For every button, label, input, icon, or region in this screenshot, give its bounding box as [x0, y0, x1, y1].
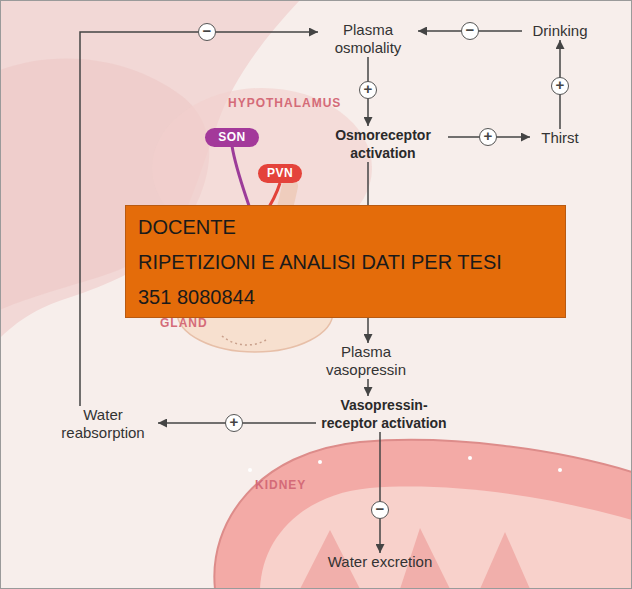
nucleus-pill: SON — [205, 128, 259, 147]
kidney-dot — [558, 468, 562, 472]
node-text: Plasma vasopressin — [316, 343, 416, 379]
process-box: Vasopressin-receptor activation — [316, 396, 452, 432]
sign-circle: − — [198, 23, 216, 41]
node-text: 351 8080844 — [138, 280, 553, 315]
sign-circle: − — [461, 22, 479, 40]
sign-circle: + — [551, 77, 569, 95]
node-text: RIPETIZIONI E ANALISI DATI PER TESI — [138, 245, 553, 280]
sign-circle: + — [359, 81, 377, 99]
node-text: DOCENTE — [138, 210, 553, 245]
part-label: KIDNEY — [255, 478, 306, 492]
kidney-pyramids — [300, 528, 530, 589]
kidney-dot — [318, 460, 322, 464]
sign-circle: + — [479, 128, 497, 146]
kidney-medulla — [260, 487, 632, 589]
kidney-shape — [214, 440, 632, 589]
flow-arrow — [379, 432, 381, 553]
process-box: Water excretion — [310, 553, 450, 571]
process-box: Drinking — [522, 22, 598, 40]
node-text: SON — [205, 128, 259, 147]
kidney-dot — [468, 456, 472, 460]
node-text: Water reabsorption — [48, 406, 158, 442]
gland-lobe-line — [222, 336, 266, 345]
node-text: Drinking — [522, 22, 598, 40]
kidney-dot — [248, 468, 252, 472]
process-box: Osmoreceptor activation — [318, 126, 448, 162]
sign-circle: − — [371, 501, 389, 519]
process-box: Water reabsorption — [48, 406, 158, 442]
node-text: Osmoreceptor activation — [318, 126, 448, 162]
watermark-banner: DOCENTERIPETIZIONI E ANALISI DATI PER TE… — [125, 205, 566, 318]
flow-arrow — [367, 379, 369, 396]
part-label: GLAND — [160, 316, 208, 330]
node-text: Vasopressin-receptor activation — [316, 396, 452, 432]
node-text: PVN — [258, 164, 302, 183]
node-text: Plasma osmolality — [318, 21, 418, 57]
node-text: Thirst — [530, 129, 590, 147]
process-box: Thirst — [530, 129, 590, 147]
part-label: HYPOTHALAMUS — [228, 96, 341, 110]
sign-circle: + — [225, 414, 243, 432]
node-text: Water excretion — [310, 553, 450, 571]
nucleus-pill: PVN — [258, 164, 302, 183]
process-box: Plasma vasopressin — [316, 343, 416, 379]
process-box: Plasma osmolality — [318, 21, 418, 57]
